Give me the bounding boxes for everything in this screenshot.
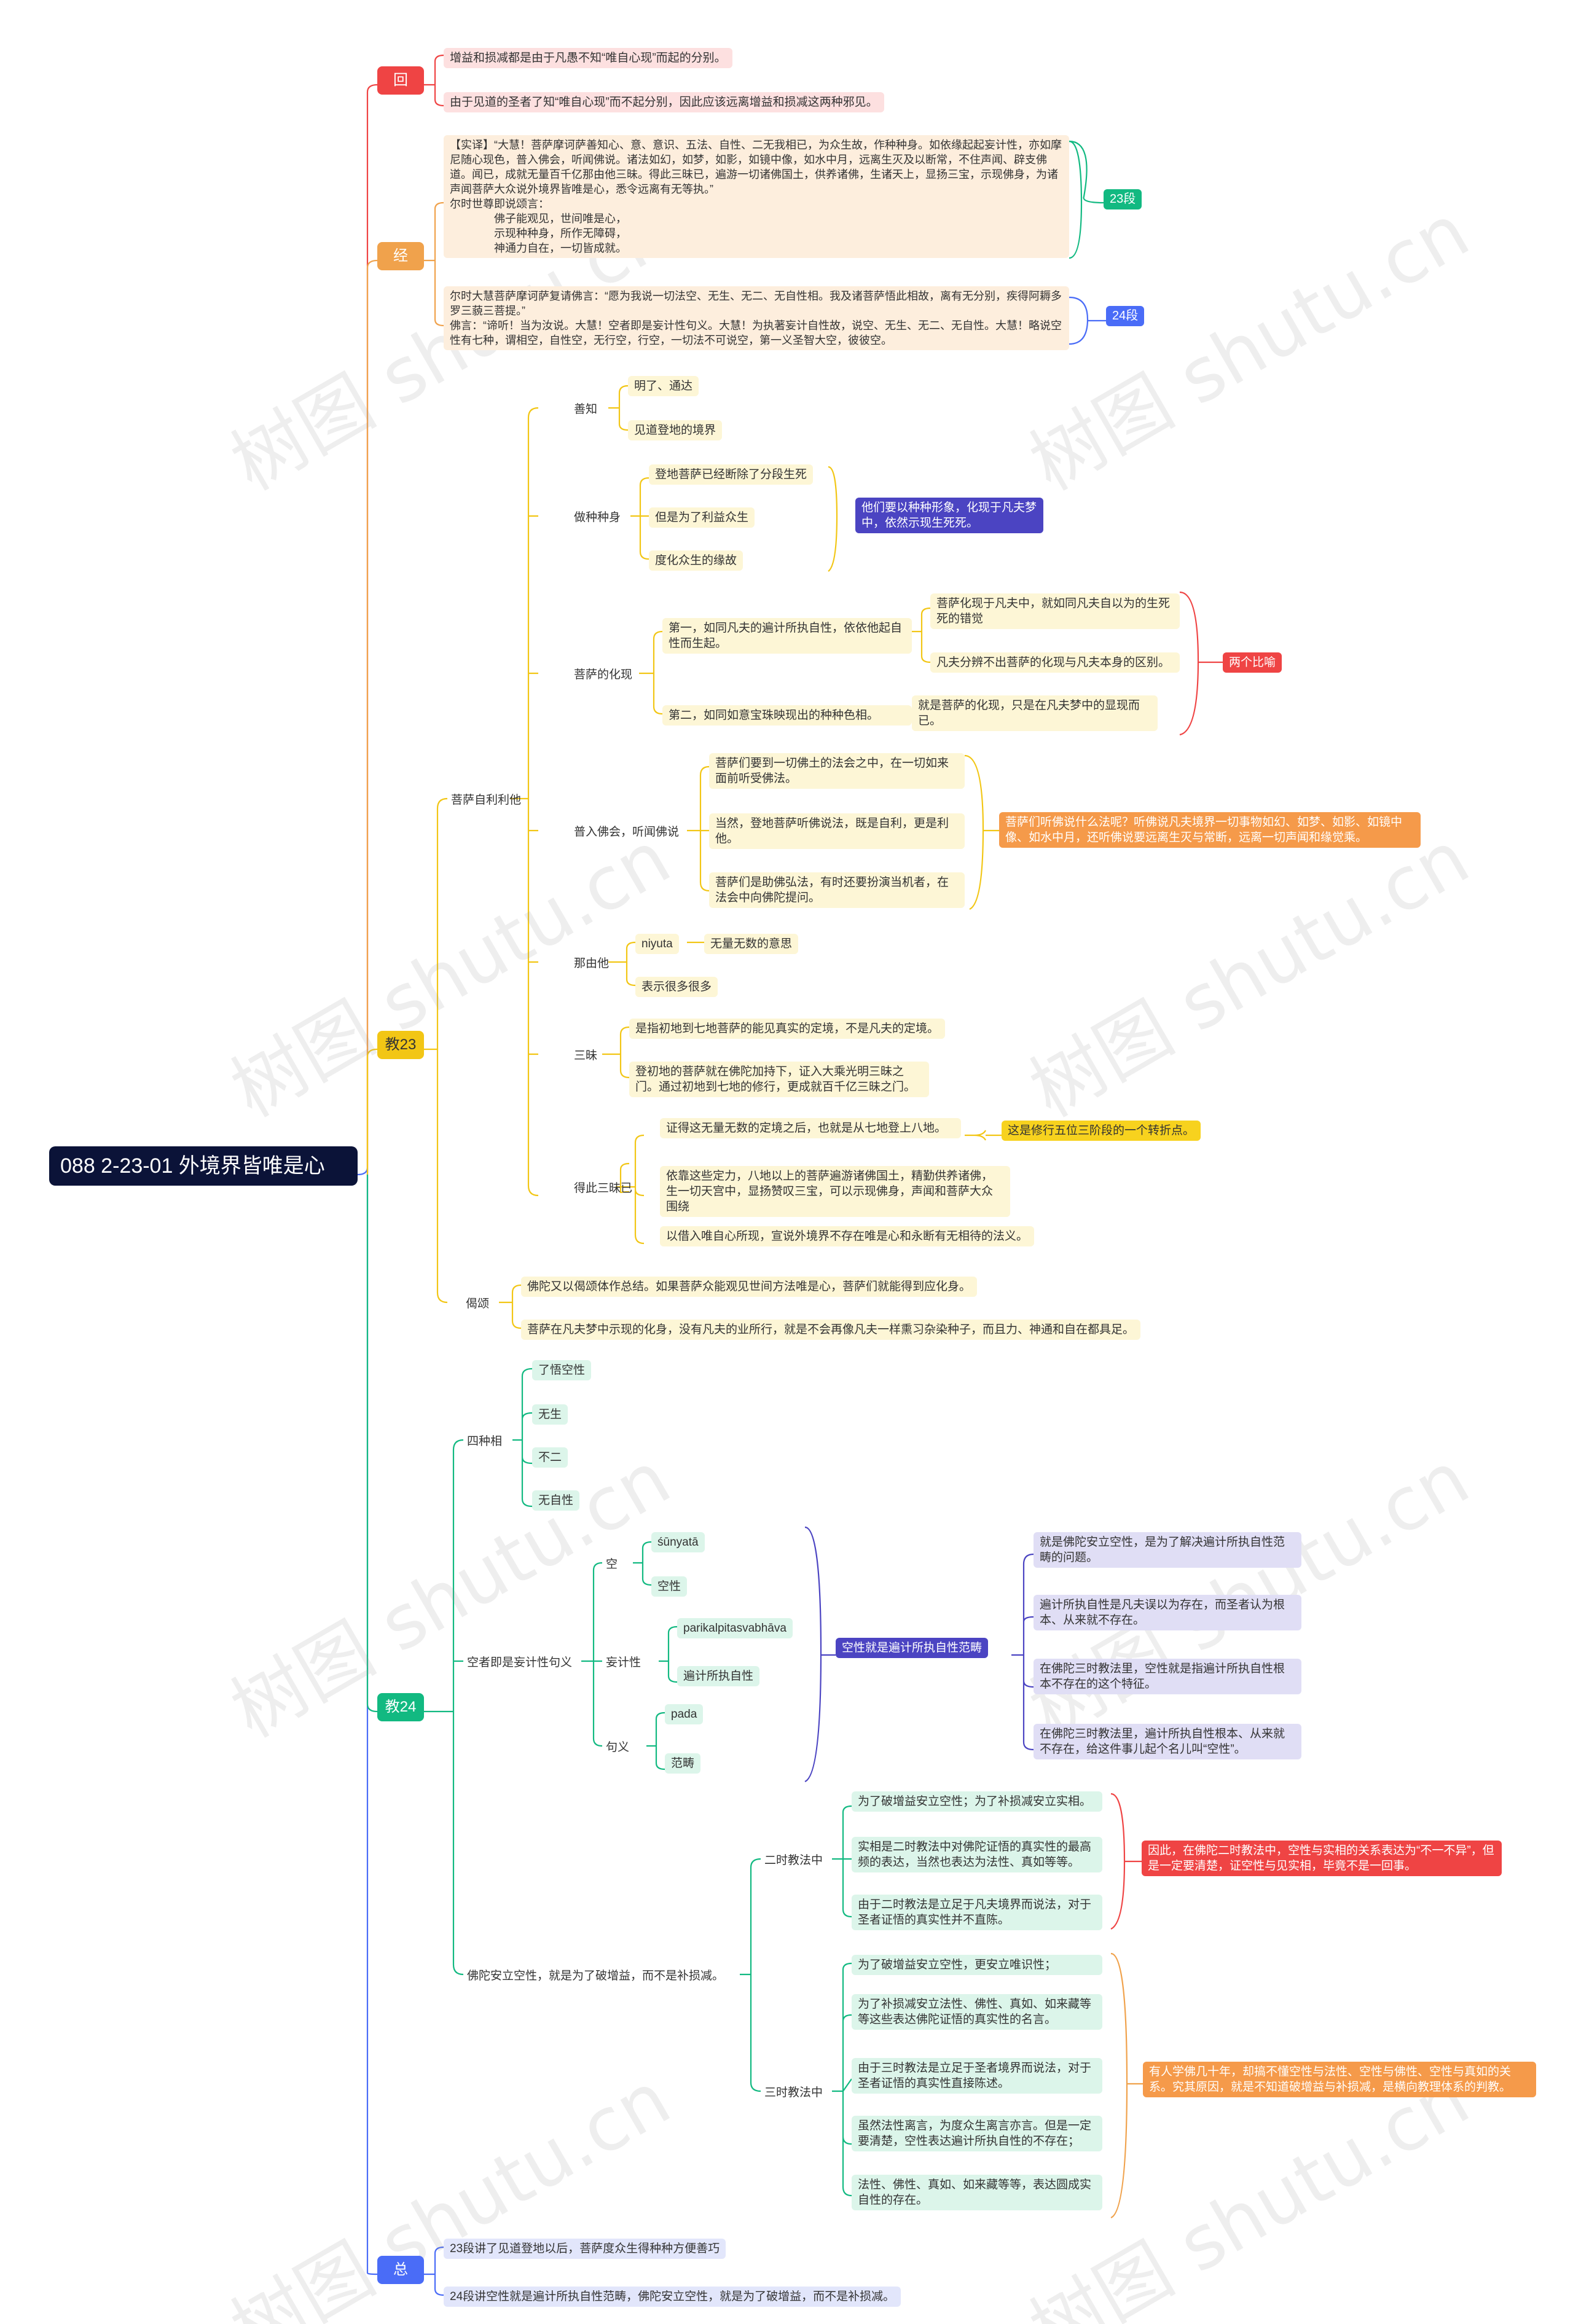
zuo-item-3[interactable]: 度化众生的缘故 bbox=[649, 550, 743, 571]
puru-item-2[interactable]: 当然，登地菩萨听佛说法，既是自利，更是利他。 bbox=[709, 813, 965, 849]
branch-zong[interactable]: 总 bbox=[377, 2256, 424, 2284]
zong-item-1[interactable]: 23段讲了见道登地以后，菩萨度众生得种种方便善巧 bbox=[444, 2239, 726, 2259]
topic-puru-fohui[interactable]: 普入佛会，听闻佛说 bbox=[574, 826, 680, 839]
huaxian-d2[interactable]: 第二，如同如意宝珠映现出的种种色相。 bbox=[662, 705, 912, 726]
topic-anli-kongxing[interactable]: 佛陀安立空性，就是为了破增益，而不是补损减。 bbox=[467, 1970, 724, 1982]
topic-sizhong-xiang[interactable]: 四种相 bbox=[467, 1435, 503, 1448]
kong-sunyata[interactable]: śūnyatā bbox=[651, 1532, 705, 1552]
topic-sanshi[interactable]: 三时教法中 bbox=[764, 2086, 823, 2099]
huaxian-d1b[interactable]: 凡夫分辨不出菩萨的化现与凡夫本身的区别。 bbox=[930, 652, 1180, 673]
topic-huaxian[interactable]: 菩萨的化现 bbox=[574, 668, 633, 681]
juyi-fanchou[interactable]: 范畴 bbox=[665, 1753, 701, 1774]
zuo-note[interactable]: 他们要以种种形象，化现于凡夫梦中，依然示现生死死。 bbox=[855, 498, 1043, 533]
puru-note[interactable]: 菩萨们听佛说什么法呢？听佛说凡夫境界一切事物如幻、如梦、如影、如镜中像、如水中月… bbox=[999, 812, 1421, 848]
zuo-item-1[interactable]: 登地菩萨已经断除了分段生死 bbox=[649, 464, 814, 485]
jisong-item-2[interactable]: 菩萨在凡夫梦中示现的化身，没有凡夫的业所行，就是不会再像凡夫一样熏习杂染种子，而… bbox=[521, 1320, 1141, 1340]
ershi-item-1[interactable]: 为了破增益安立空性；为了补损减安立实相。 bbox=[852, 1791, 1102, 1812]
kong-right-1[interactable]: 就是佛陀安立空性，是为了解决遍计所执自性范畴的问题。 bbox=[1034, 1532, 1301, 1568]
nayouta-niyuta[interactable]: niyuta bbox=[635, 934, 679, 954]
sanshi-item-4[interactable]: 虽然法性离言，为度众生离言亦言。但是一定要清楚，空性表达遍计所执自性的不存在； bbox=[852, 2116, 1102, 2151]
wangji-sanskrit[interactable]: parikalpitasvabhāva bbox=[677, 1618, 793, 1638]
sanshi-item-5[interactable]: 法性、佛性、真如、如来藏等等，表达圆成实自性的存在。 bbox=[852, 2175, 1102, 2210]
jisong-item-1[interactable]: 佛陀又以偈颂体作总结。如果菩萨众能观见世间方法唯是心，菩萨们就能得到应化身。 bbox=[521, 1277, 978, 1297]
topic-kong-juyi[interactable]: 空者即是妄计性句义 bbox=[467, 1656, 573, 1669]
zong-item-2[interactable]: 24段讲空性就是遍计所执自性范畴，佛陀安立空性，就是为了破增益，而不是补损减。 bbox=[444, 2287, 901, 2307]
sanshi-item-2[interactable]: 为了补损减安立法性、佛性、真如、如来藏等等这些表达佛陀证悟的真实性的名言。 bbox=[852, 1994, 1102, 2030]
de-note[interactable]: 这是修行五位三阶段的一个转折点。 bbox=[1002, 1121, 1201, 1141]
topic-zili-lita[interactable]: 菩萨自利利他 bbox=[451, 794, 522, 807]
de-item-3[interactable]: 以借入唯自心所现，宣说外境界不存在唯是心和永断有无相待的法义。 bbox=[660, 1226, 1035, 1246]
branch-jiao24[interactable]: 教24 bbox=[377, 1693, 424, 1721]
topic-shanzhi[interactable]: 善知 bbox=[574, 403, 598, 416]
huaxian-d1[interactable]: 第一，如同凡夫的遍计所执自性，依依他起自性而生起。 bbox=[662, 618, 912, 654]
sizhong-item-3[interactable]: 不二 bbox=[532, 1447, 568, 1468]
wangji-term[interactable]: 妄计性 bbox=[606, 1656, 641, 1669]
sanmei-item-1[interactable]: 是指初地到七地菩萨的能见真实的定境，不是凡夫的定境。 bbox=[629, 1019, 946, 1039]
topic-ershi[interactable]: 二时教法中 bbox=[764, 1854, 823, 1867]
root-topic[interactable]: 088 2-23-01 外境界皆唯是心 bbox=[49, 1146, 358, 1186]
de-item-1[interactable]: 证得这无量无数的定境之后，也就是从七地登上八地。 bbox=[660, 1118, 961, 1138]
branch-jiao23[interactable]: 教23 bbox=[377, 1031, 424, 1059]
puru-item-1[interactable]: 菩萨们要到一切佛土的法会之中，在一切如来面前听受佛法。 bbox=[709, 753, 965, 789]
sizhong-item-2[interactable]: 无生 bbox=[532, 1404, 568, 1425]
huaxian-note[interactable]: 两个比喻 bbox=[1223, 652, 1282, 673]
branch-hui[interactable]: 回 bbox=[377, 66, 424, 95]
juyi-term[interactable]: 句义 bbox=[606, 1741, 630, 1754]
topic-de-sanmei[interactable]: 得此三昧已 bbox=[574, 1182, 633, 1195]
juyi-pada[interactable]: pada bbox=[665, 1704, 704, 1724]
zuo-item-2[interactable]: 但是为了利益众生 bbox=[649, 507, 755, 528]
topic-sanmei[interactable]: 三昧 bbox=[574, 1049, 598, 1062]
tag-23[interactable]: 23段 bbox=[1104, 189, 1142, 209]
kong-right-2[interactable]: 遍计所执自性是凡夫误以为存在，而圣者认为根本、从来就不存在。 bbox=[1034, 1595, 1301, 1630]
ershi-item-3[interactable]: 由于二时教法是立足于凡夫境界而说法，对于圣者证悟的真实性并不直陈。 bbox=[852, 1895, 1102, 1930]
ershi-item-2[interactable]: 实相是二时教法中对佛陀证悟的真实性的最高频的表达，当然也表达为法性、真如等等。 bbox=[852, 1837, 1102, 1872]
kong-right-3[interactable]: 在佛陀三时教法里，空性就是指遍计所执自性根本不存在的这个特征。 bbox=[1034, 1659, 1301, 1694]
sanshi-note[interactable]: 有人学佛几十年，却搞不懂空性与法性、空性与佛性、空性与真如的关系。究其原因，就是… bbox=[1143, 2062, 1536, 2097]
kong-kongxing[interactable]: 空性 bbox=[651, 1576, 688, 1597]
huaxian-d2a[interactable]: 就是菩萨的化现，只是在凡夫梦中的显现而已。 bbox=[912, 695, 1158, 731]
tag-24[interactable]: 24段 bbox=[1106, 306, 1145, 326]
puru-item-3[interactable]: 菩萨们是助佛弘法，有时还要扮演当机者，在法会中向佛陀提问。 bbox=[709, 872, 965, 908]
topic-nayouta[interactable]: 那由他 bbox=[574, 957, 610, 970]
shanzhi-item-2[interactable]: 见道登地的境界 bbox=[628, 420, 723, 440]
branch-jing[interactable]: 经 bbox=[377, 242, 424, 270]
sizhong-item-4[interactable]: 无自性 bbox=[532, 1490, 580, 1511]
sanmei-item-2[interactable]: 登初地的菩萨就在佛陀加持下，证入大乘光明三昧之门。通过初地到七地的修行，更成就百… bbox=[629, 1062, 929, 1097]
huaxian-d1a[interactable]: 菩萨化现于凡夫中，就如同凡夫自以为的生死死的错觉 bbox=[930, 593, 1180, 629]
kong-term[interactable]: 空 bbox=[606, 1558, 618, 1571]
nayouta-meaning[interactable]: 无量无数的意思 bbox=[704, 934, 799, 954]
nayouta-many[interactable]: 表示很多很多 bbox=[635, 977, 718, 997]
topic-jisong[interactable]: 偈颂 bbox=[466, 1297, 490, 1310]
kong-right-4[interactable]: 在佛陀三时教法里，遍计所执自性根本、从来就不存在，给这件事儿起个名儿叫“空性”。 bbox=[1034, 1724, 1301, 1759]
topic-zuo-zhongzhong-shen[interactable]: 做种种身 bbox=[574, 511, 621, 524]
jing-passage-23[interactable]: 【实译】“大慧！菩萨摩诃萨善知心、意、意识、五法、自性、二无我相已，为众生故，作… bbox=[444, 135, 1069, 258]
wangji-chinese[interactable]: 遍计所执自性 bbox=[677, 1666, 760, 1686]
de-item-2[interactable]: 依靠这些定力，八地以上的菩萨遍游诸佛国土，精勤供养诸佛，生一切天宫中，显扬赞叹三… bbox=[660, 1166, 1010, 1217]
ershi-note[interactable]: 因此，在佛陀二时教法中，空性与实相的关系表达为“不一不异”，但是一定要清楚，证空… bbox=[1142, 1841, 1502, 1876]
sizhong-item-1[interactable]: 了悟空性 bbox=[532, 1360, 592, 1380]
hui-item-1[interactable]: 增益和损减都是由于凡愚不知“唯自心现”而起的分别。 bbox=[444, 48, 732, 68]
kong-summary[interactable]: 空性就是遍计所执自性范畴 bbox=[836, 1638, 989, 1658]
jing-passage-24[interactable]: 尔时大慧菩萨摩诃萨复请佛言：“愿为我说一切法空、无生、无二、无自性相。我及诸菩萨… bbox=[444, 286, 1069, 350]
sanshi-item-3[interactable]: 由于三时教法是立足于圣者境界而说法，对于圣者证悟的真实性直接陈述。 bbox=[852, 2058, 1102, 2094]
shanzhi-item-1[interactable]: 明了、通达 bbox=[628, 376, 699, 396]
sanshi-item-1[interactable]: 为了破增益安立空性，更安立唯识性； bbox=[852, 1955, 1102, 1975]
hui-item-2[interactable]: 由于见道的圣者了知“唯自心现”而不起分别，因此应该远离增益和损减这两种邪见。 bbox=[444, 92, 884, 112]
